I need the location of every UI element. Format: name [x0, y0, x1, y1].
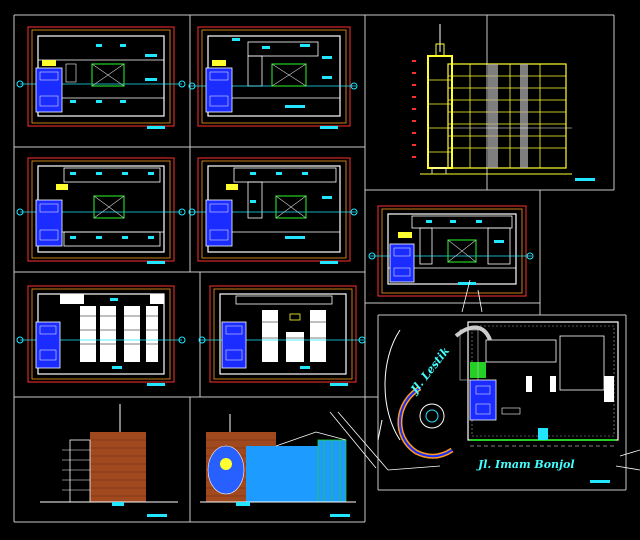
floor-plan-4 [188, 157, 358, 264]
site-plan: Jl. Lestik Jl. Imam Bonjol [329, 279, 640, 483]
elevation-side [40, 404, 178, 517]
elevation-front [200, 414, 356, 517]
floor-plan-3 [16, 157, 186, 264]
road-label-north: Jl. Lestik [407, 344, 452, 397]
sheet-frame-lines [13, 14, 627, 523]
road-label-south: Jl. Imam Bonjol [476, 458, 575, 471]
parking-plan-1 [16, 285, 186, 386]
floor-plan-1 [16, 26, 186, 129]
floor-plan-2 [188, 26, 358, 129]
building-section [412, 24, 595, 181]
parking-plan-2 [198, 285, 366, 386]
floor-plan-5 [368, 205, 534, 297]
